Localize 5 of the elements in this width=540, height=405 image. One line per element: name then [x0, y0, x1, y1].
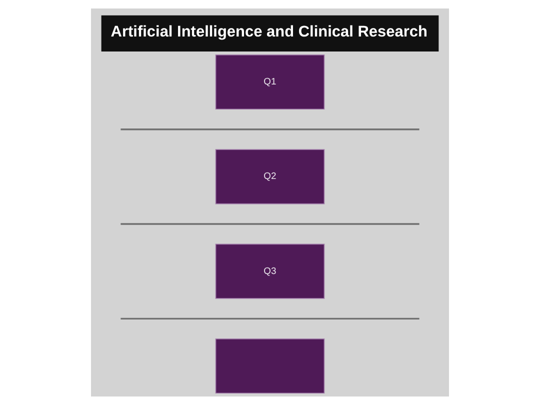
node-box: Q2 [215, 149, 325, 204]
node-box: Q1 [215, 54, 325, 110]
diagram-title: Artificial Intelligence and Clinical Research [110, 23, 428, 40]
node-box: Q3 [215, 244, 325, 299]
node-box [215, 338, 325, 394]
